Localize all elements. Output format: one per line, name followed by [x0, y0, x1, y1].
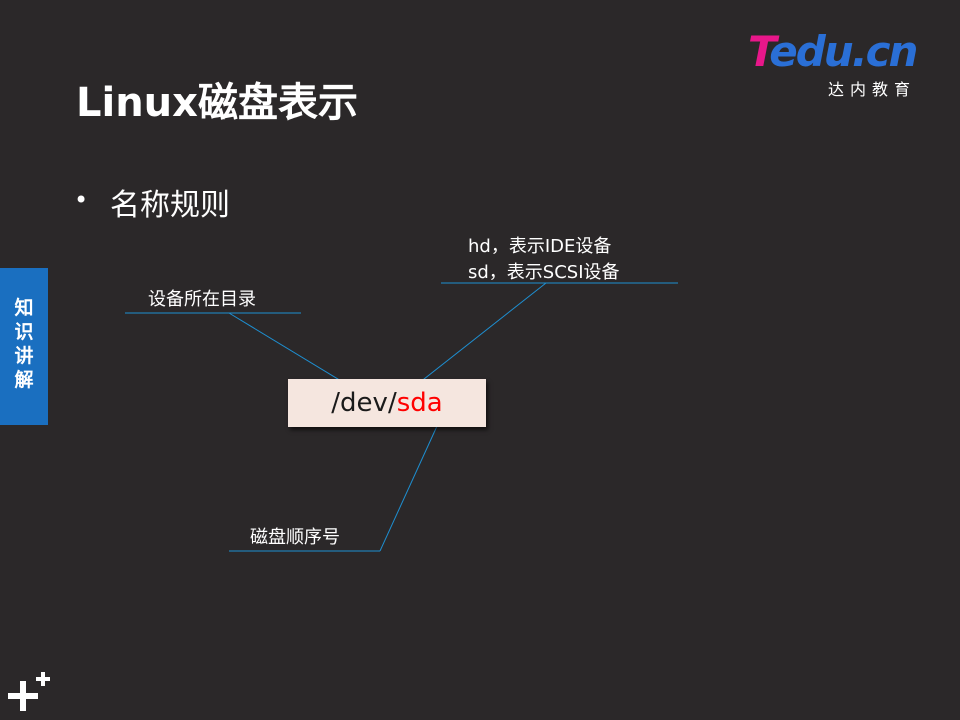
side-tab: 知识讲解: [0, 268, 48, 425]
device-prefix: /dev/: [331, 388, 397, 418]
annotation-type-ide: hd，表示IDE设备: [468, 236, 612, 257]
bullet-text: 名称规则: [110, 188, 230, 223]
slide-title: Linux磁盘表示: [76, 80, 358, 126]
device-path-box: /dev/sda: [288, 379, 486, 427]
directory-leader: [228, 312, 357, 391]
type-leader: [404, 282, 547, 395]
logo-subtitle: 达内教育: [828, 80, 917, 99]
annotation-directory: 设备所在目录: [148, 289, 256, 310]
tedu-logo: Tedu.cn 达内教育: [748, 27, 928, 100]
device-name: sda: [396, 388, 443, 418]
side-tab-label: 知识讲解: [14, 297, 34, 391]
annotation-type-scsi: sd，表示SCSI设备: [468, 262, 620, 283]
logo-wordmark: Tedu.cn: [748, 27, 918, 76]
annotation-order: 磁盘顺序号: [250, 527, 340, 548]
order-leader: [379, 412, 444, 552]
bullet-marker: •: [74, 186, 89, 214]
plus-plus-icon: [8, 672, 50, 711]
